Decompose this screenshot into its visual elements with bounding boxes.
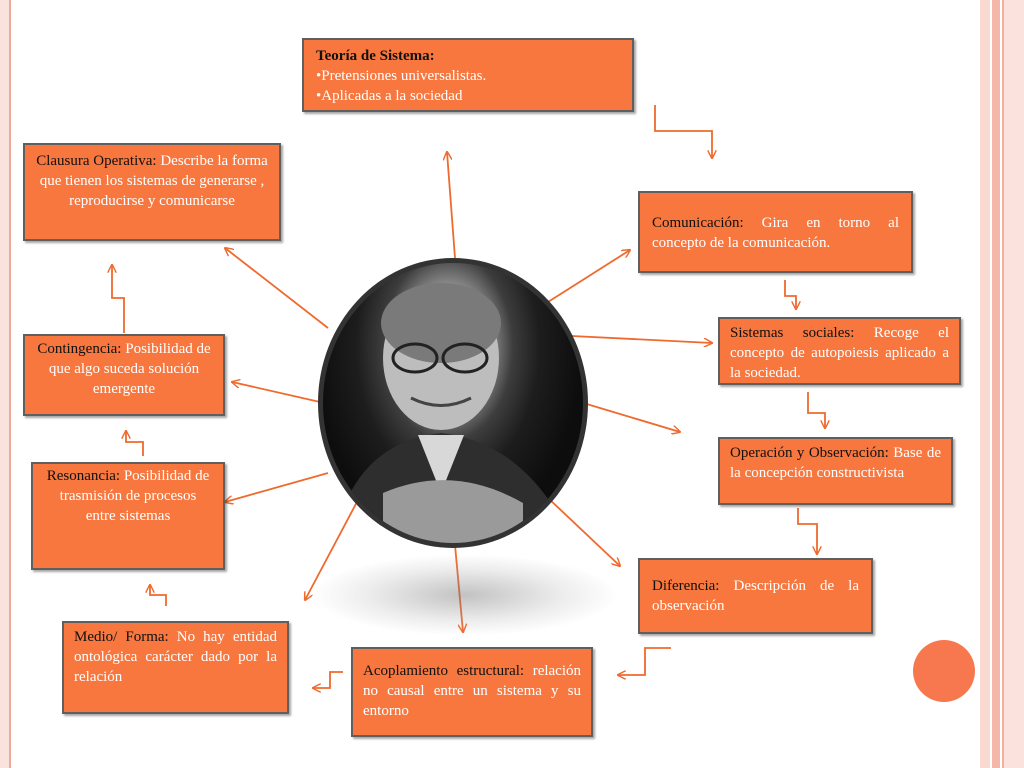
resonancia-text: Posibilidad de trasmisión de procesos en… [59,468,210,524]
theory-box: Teoría de Sistema: •Pretensiones univers… [302,38,634,112]
resonancia-box: Resonancia: Posibilidad de trasmisión de… [31,462,225,570]
comunicacion-text: Gira en torno al concepto de la comunica… [652,215,899,251]
clausura-box: Clausura Operativa: Describe la forma qu… [23,143,281,241]
comunicacion-box: Comunicación: Gira en torno al concepto … [638,191,913,273]
operacion-box: Operación y Observación: Base de la conc… [718,437,953,505]
arrow-to-medio [305,499,359,600]
medio-box: Medio/ Forma: No hay entidad ontológica … [62,621,289,714]
clausura-text: Describe la forma que tienen los sistema… [39,153,268,209]
sistemas-box: Sistemas sociales: Recoge el concepto de… [718,317,961,385]
diferencia-text: Descripción de la observación [652,578,859,614]
slide-right-stripe [992,0,1000,768]
step-arrow [618,647,671,675]
arrow-to-theory [447,152,456,259]
step-arrow [797,508,817,554]
contingencia-box: Contingencia: Posibilidad de que algo su… [23,334,225,416]
acoplamiento-label: Acoplamiento estructural: [363,663,525,679]
step-arrow [150,585,167,606]
arrow-to-operacion [579,401,680,432]
arrow-to-resonancia [225,472,329,502]
arrow-to-comunicacion [547,250,630,303]
step-arrow [126,431,144,456]
arrow-to-diferencia [547,497,620,566]
contingencia-text: Posibilidad de que algo suceda solución … [48,341,211,397]
diferencia-box: Diferencia: Descripción de la observació… [638,558,873,634]
acoplamiento-box: Acoplamiento estructural: relación no ca… [351,647,593,737]
arrow-to-contingencia [232,382,321,403]
photo-shadow [315,555,615,635]
arrow-to-sistemas [571,335,712,343]
step-arrow [112,265,125,333]
resonancia-label: Resonancia: [46,468,121,484]
accent-dot [913,640,975,702]
arrow-to-acoplamiento [454,544,463,632]
clausura-label: Clausura Operativa: [36,153,157,169]
arrow-to-clausura [225,248,329,329]
medio-label: Medio/ Forma: [74,629,169,645]
portrait-photo [318,258,588,548]
step-arrow [784,280,796,309]
slide-right-border [1002,0,1024,768]
contingencia-label: Contingencia: [37,341,122,357]
sistemas-label: Sistemas sociales: [730,325,855,341]
theory-line: •Pretensiones universalistas. [316,68,487,84]
theory-line: •Aplicadas a la sociedad [316,88,463,104]
diferencia-label: Diferencia: [652,578,720,594]
step-arrow [807,392,825,428]
acoplamiento-text: relación no causal entre un sistema y su… [363,663,581,719]
operacion-text: Base de la concepción constructivista [730,445,941,481]
theory-title: Teoría de Sistema: [316,48,435,64]
step-arrow [654,105,712,158]
comunicacion-label: Comunicación: [652,215,744,231]
operacion-label: Operación y Observación: [730,445,889,461]
portrait-photo-icon [333,283,573,543]
slide-right-stripe [980,0,990,768]
sistemas-text: Recoge el concepto de autopoiesis aplica… [730,325,949,381]
slide-left-border [0,0,11,768]
step-arrow [313,671,343,688]
medio-text: No hay entidad ontológica carácter dado … [74,629,277,685]
